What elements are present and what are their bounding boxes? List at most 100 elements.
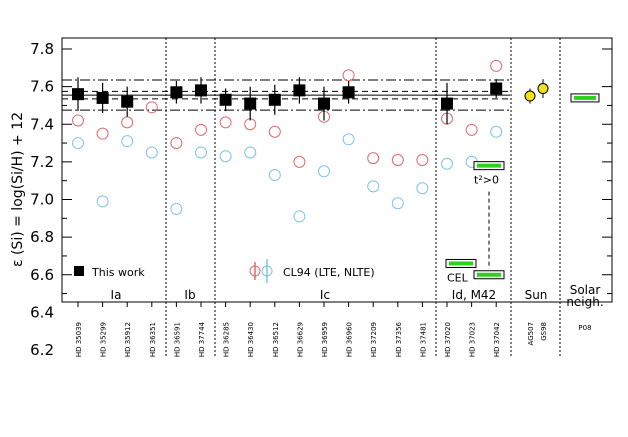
nebular-label: CEL	[447, 271, 469, 284]
group-label: Ic	[320, 288, 330, 302]
y-tick-label: 7.4	[30, 115, 54, 133]
legend-this-work-marker	[74, 266, 84, 276]
star-label: HD 36629	[296, 322, 304, 357]
this-work-point	[441, 97, 453, 110]
y-tick-label: 7.0	[30, 191, 54, 209]
y-tick-label: 6.6	[30, 266, 54, 284]
legend-nlte-marker	[261, 265, 273, 277]
this-work-point	[195, 84, 207, 97]
y-axis-label: ε (Si) = log(Si/H) + 12	[10, 112, 26, 267]
star-label: HD 36591	[173, 322, 181, 357]
cl94-lte-point	[170, 137, 183, 150]
cl94-nlte-point	[219, 150, 232, 163]
reference-lines	[62, 79, 510, 111]
nebular-label: t²>0	[474, 174, 499, 187]
this-work-point	[490, 82, 503, 95]
solar-neighborhood-label: P08	[578, 324, 591, 332]
sun-point	[524, 90, 536, 102]
cl94-lte-point	[342, 69, 355, 82]
group-label: Ia	[111, 288, 122, 302]
y-tick-label: 7.6	[30, 78, 54, 96]
this-work-point	[96, 91, 109, 104]
star-label: HD 37481	[419, 322, 427, 357]
star-label: HD 37020	[444, 322, 452, 357]
y-axis: 6.2 6.4 6.6 6.8 7.0 7.2 7.4 7.6 7.8 ε (Si) = log(…	[10, 40, 612, 359]
star-label: HD 37023	[469, 322, 477, 357]
cl94-lte-point	[219, 116, 232, 129]
cl94-nlte-point	[490, 125, 503, 138]
star-label: HD 36960	[346, 322, 354, 357]
this-work-point	[170, 86, 183, 99]
star-label: HD 37356	[395, 321, 403, 357]
group-label: Id, M42	[452, 288, 496, 302]
cl94-lte-point	[121, 116, 134, 129]
group-separators	[165, 38, 561, 357]
cl94-nlte-point	[342, 133, 355, 146]
cl94-nlte-point	[293, 210, 306, 223]
legend-this-work-label: This work	[91, 266, 145, 279]
star-label: HD 36351	[149, 322, 157, 357]
y-tick-label: 6.8	[30, 228, 54, 246]
y-tick-label: 6.4	[30, 303, 54, 321]
legend-lte-marker	[249, 265, 261, 277]
cl94-nlte-point	[318, 165, 330, 178]
cl94-nlte-point	[96, 195, 109, 208]
star-label: HD 37042	[493, 322, 501, 357]
group-label: Sun	[525, 288, 548, 302]
sun-label: AG507	[527, 322, 535, 345]
plot-frame	[61, 37, 613, 303]
y-tick-label: 7.8	[30, 40, 54, 58]
this-work-point	[318, 97, 330, 110]
this-work-point	[219, 93, 232, 106]
star-label: HD 36285	[223, 322, 231, 357]
cl94-lte-point	[490, 59, 503, 72]
star-labels: HD 35039 HD 35299 HD 35912 HD 36351 HD 36591…	[75, 302, 592, 357]
cl94-nlte-point	[145, 146, 158, 159]
cl94-nlte-point	[195, 146, 207, 159]
this-work-point	[293, 84, 306, 97]
this-work-point	[268, 93, 281, 106]
this-work-point	[72, 88, 84, 101]
this-work-point	[121, 95, 134, 108]
cl94-lte-point	[416, 153, 429, 166]
star-label: HD 37744	[198, 321, 206, 357]
cl94-lte-point	[72, 114, 84, 127]
star-label: HD 36959	[321, 322, 329, 357]
sun-label: GS98	[540, 322, 548, 341]
this-work-point	[342, 86, 355, 99]
legend-cl94-label: CL94 (LTE, NLTE)	[283, 266, 375, 279]
solar-neighborhood-fill	[574, 95, 596, 100]
cl94-lte-point	[268, 125, 281, 138]
cl94-nlte-point	[72, 137, 84, 150]
data-marks: CEL t²>0	[72, 59, 600, 284]
cl94-nlte-point	[244, 146, 257, 159]
cl94-lte-point	[367, 152, 380, 165]
cl94-lte-point	[293, 155, 306, 168]
star-label: HD 35039	[75, 322, 83, 357]
cl94-nlte-point	[367, 180, 380, 193]
y-tick-label: 7.2	[30, 153, 54, 171]
y-tick-label: 6.2	[30, 341, 54, 359]
star-label: HD 36430	[247, 322, 255, 357]
cl94-nlte-point	[391, 197, 404, 210]
cl94-nlte-point	[416, 182, 429, 195]
sun-point	[537, 83, 549, 95]
legend: This work CL94 (LTE, NLTE)	[74, 259, 375, 283]
star-label: HD 36512	[272, 322, 280, 357]
nebular-fill	[477, 272, 501, 277]
star-label: HD 37209	[370, 322, 378, 357]
cl94-lte-point	[465, 123, 478, 136]
cl94-lte-point	[391, 153, 404, 166]
cl94-lte-point	[145, 101, 158, 114]
plot-border	[61, 37, 613, 303]
cl94-nlte-point	[170, 202, 183, 215]
star-label: HD 35299	[100, 322, 108, 357]
group-label: neigh.	[566, 295, 603, 309]
cl94-nlte-point	[121, 135, 134, 148]
nebular-fill	[477, 163, 501, 168]
this-work-point	[244, 97, 257, 110]
star-label: HD 35912	[124, 322, 132, 357]
